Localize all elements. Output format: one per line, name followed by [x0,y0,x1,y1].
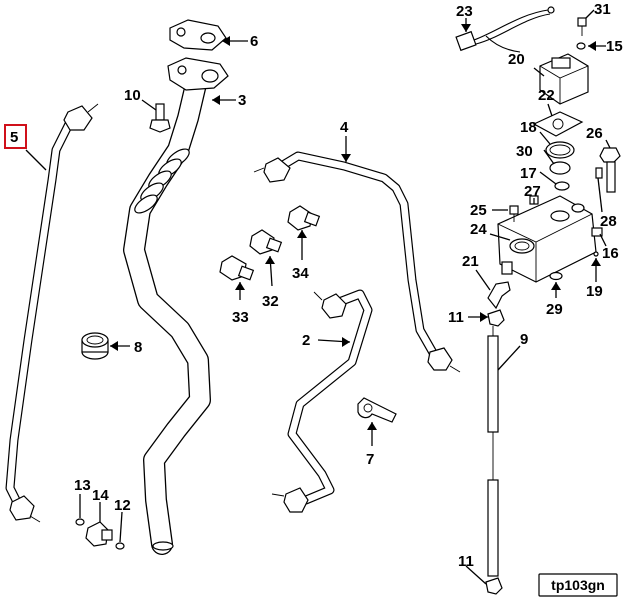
part-12-washer [115,542,125,550]
callout-18[interactable]: 18 [520,119,537,136]
callout-16[interactable]: 16 [602,245,619,262]
part-25-screw [509,205,519,222]
callout-2[interactable]: 2 [302,332,310,349]
callout-24[interactable]: 24 [470,221,487,238]
part-24-block [497,195,597,283]
callout-27[interactable]: 27 [524,183,541,200]
part-19-screw [593,251,599,257]
callout-31[interactable]: 31 [594,1,611,18]
callout-33[interactable]: 33 [232,309,249,326]
callout-13[interactable]: 13 [74,477,91,494]
callout-3[interactable]: 3 [238,92,246,109]
part-33-fitting [219,255,255,281]
part-21-elbow [487,281,511,310]
part-29-oring [549,271,563,281]
part-28-plug [595,167,603,179]
callout-9[interactable]: 9 [520,331,528,348]
callout-12[interactable]: 12 [114,497,131,514]
part-30-oring [549,161,571,175]
callout-26[interactable]: 26 [586,125,603,142]
part-4-tube [253,151,461,373]
callout-22[interactable]: 22 [538,87,555,104]
callout-14[interactable]: 14 [92,487,109,504]
callout-11-bottom[interactable]: 11 [458,553,474,570]
part-22-gasket [532,111,584,137]
part-6-gasket [169,19,227,51]
pipe-corrugation [134,148,190,214]
part-13-washer [75,518,85,526]
callout-10[interactable]: 10 [124,87,141,104]
part-20-actuator [539,53,589,105]
part-15-washer [576,42,586,50]
callout-15[interactable]: 15 [606,38,623,55]
reference-code-box: tp103gn [538,573,618,597]
part-18-oring [545,141,575,159]
part-3-pipe [123,57,229,555]
callout-23[interactable]: 23 [456,3,473,20]
callout-25[interactable]: 25 [470,202,487,219]
part-11-nut-top [487,309,505,327]
callout-34[interactable]: 34 [292,265,309,282]
callout-17[interactable]: 17 [520,165,537,182]
part-14-fitting [85,521,113,547]
part-9-tube [487,326,499,577]
callout-32[interactable]: 32 [262,293,279,310]
part-31-screw [577,17,587,36]
part-10-bolt [149,103,171,133]
part-5-tube [5,103,99,523]
callout-30[interactable]: 30 [516,143,533,160]
callout-labels: 5 10 6 3 4 23 31 15 20 22 18 26 30 17 27… [10,1,623,570]
highlight-box [4,124,27,149]
callout-5[interactable]: 5 [10,129,18,146]
part-2-tube [271,289,373,513]
part-16-plug [591,227,603,237]
callout-20[interactable]: 20 [508,51,525,68]
callout-29[interactable]: 29 [546,301,563,318]
callout-28[interactable]: 28 [600,213,617,230]
part-11-nut-bottom [485,577,503,595]
part-8-seal [81,332,109,360]
callout-7[interactable]: 7 [366,451,374,468]
part-17-washer [554,181,570,191]
part-34-fitting [287,205,321,231]
part-32-fitting [249,229,283,255]
callout-11-top[interactable]: 11 [448,309,464,326]
callout-21[interactable]: 21 [462,253,479,270]
part-26-bolt [599,147,621,193]
callout-6[interactable]: 6 [250,33,258,50]
leader-lines [25,9,611,585]
part-23-harness [455,6,555,53]
callout-4[interactable]: 4 [340,119,349,136]
callout-8[interactable]: 8 [134,339,142,356]
part-7-clamp [357,397,397,423]
callout-19[interactable]: 19 [586,283,603,300]
reference-code: tp103gn [551,577,605,593]
